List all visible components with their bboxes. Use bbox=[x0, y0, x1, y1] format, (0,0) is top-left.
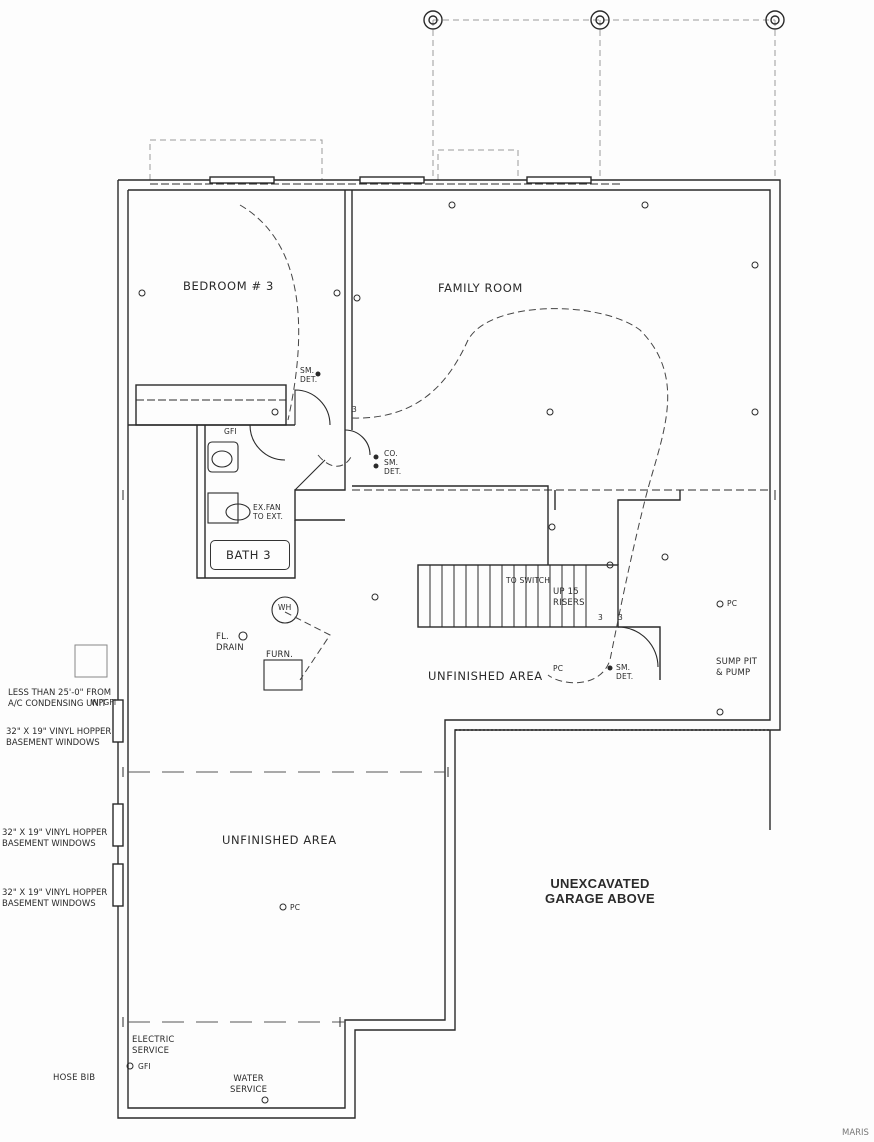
detectors bbox=[315, 371, 613, 671]
top-windows bbox=[150, 176, 622, 185]
condensing-line1: LESS THAN 25'-0" FROM bbox=[8, 688, 112, 698]
water-line2: SERVICE bbox=[230, 1085, 268, 1095]
pc-unfinished-label: PC bbox=[553, 664, 564, 673]
to-switch-label: TO SWITCH bbox=[506, 576, 551, 585]
window3-line1: 32" X 19" VINYL HOPPER bbox=[2, 888, 108, 898]
bath-label-box bbox=[210, 540, 290, 570]
window-note-3: 32" X 19" VINYL HOPPER BASEMENT WINDOWS bbox=[2, 888, 107, 910]
watermark: MARIS bbox=[842, 1128, 869, 1138]
electric-service-label: ELECTRIC SERVICE bbox=[132, 1035, 175, 1057]
sump-line1: SUMP PIT bbox=[716, 657, 758, 667]
side-windows bbox=[112, 699, 124, 907]
co-sm-det-line2: SM. bbox=[384, 458, 399, 467]
water-line1: WATER bbox=[233, 1074, 264, 1084]
sm-det-unfinished-line1: SM. bbox=[616, 663, 631, 672]
bath-label: BATH 3 bbox=[226, 548, 272, 562]
wall-ticks bbox=[122, 490, 776, 1027]
fl-drain-line2: DRAIN bbox=[216, 643, 244, 653]
co-sm-det-label: CO. SM. DET. bbox=[384, 449, 401, 476]
unexcavated-label: UNEXCAVATED GARAGE ABOVE bbox=[540, 876, 660, 906]
stairs-line1: UP 15 bbox=[553, 587, 579, 597]
switch-3-stairs-b: 3 bbox=[618, 613, 623, 622]
dashed-partitions bbox=[128, 771, 445, 1023]
pc-lower-label: PC bbox=[290, 903, 301, 912]
unexcavated-line1: UNEXCAVATED bbox=[550, 876, 650, 891]
window-note-2: 32" X 19" VINYL HOPPER BASEMENT WINDOWS bbox=[2, 828, 107, 850]
appliances bbox=[74, 596, 303, 691]
sm-det-bedroom-label: SM. DET. bbox=[300, 366, 317, 384]
unfinished-area-left-label: UNFINISHED AREA bbox=[222, 833, 337, 847]
window1-line1: 32" X 19" VINYL HOPPER bbox=[6, 727, 112, 737]
window-note-1: 32" X 19" VINYL HOPPER BASEMENT WINDOWS bbox=[6, 727, 111, 749]
wiring bbox=[239, 204, 669, 684]
wh-label: WH bbox=[278, 603, 292, 612]
switch-3-bedroom: 3 bbox=[352, 405, 357, 414]
sump-line2: & PUMP bbox=[716, 668, 751, 678]
stairs-label: UP 15 RISERS bbox=[553, 587, 585, 609]
ex-fan-line2: TO EXT. bbox=[253, 512, 284, 521]
sm-det-unfinished-label: SM. DET. bbox=[616, 663, 633, 681]
unexcavated-line2: GARAGE ABOVE bbox=[544, 891, 656, 906]
switch-3-stairs: 3 bbox=[598, 613, 603, 622]
window1-line2: BASEMENT WINDOWS bbox=[6, 738, 100, 748]
window3-line2: BASEMENT WINDOWS bbox=[2, 899, 96, 909]
hose-bib-label: HOSE BIB bbox=[53, 1073, 96, 1083]
deck-columns bbox=[423, 10, 785, 30]
interior-walls bbox=[128, 190, 770, 680]
gfi-bath-label: GFI bbox=[224, 427, 237, 436]
sm-det-unfinished-line2: DET. bbox=[616, 672, 634, 681]
deck-outline bbox=[149, 19, 776, 180]
wpgfi-label: WPGFI bbox=[91, 698, 117, 707]
fl-drain-label: FL. DRAIN bbox=[216, 632, 244, 654]
ex-fan-label: EX.FAN TO EXT. bbox=[253, 503, 283, 521]
condensing-line2: A/C CONDENSING UNIT bbox=[8, 699, 107, 709]
sm-det-bedroom-line2: DET. bbox=[300, 375, 318, 384]
bedroom-label: BEDROOM # 3 bbox=[183, 279, 274, 293]
exterior-walls bbox=[117, 179, 781, 1119]
fl-drain-line1: FL. bbox=[216, 632, 229, 642]
furn-label: FURN. bbox=[266, 650, 294, 660]
electric-line2: SERVICE bbox=[132, 1046, 170, 1056]
water-service-label: WATER SERVICE bbox=[230, 1074, 267, 1096]
electric-line1: ELECTRIC bbox=[132, 1035, 175, 1045]
family-room-label: FAMILY ROOM bbox=[438, 281, 523, 295]
co-sm-det-line3: DET. bbox=[384, 467, 402, 476]
ex-fan-line1: EX.FAN bbox=[253, 503, 281, 512]
condensing-unit-note: LESS THAN 25'-0" FROM A/C CONDENSING UNI… bbox=[8, 688, 111, 710]
bath-fixtures bbox=[207, 441, 251, 524]
unfinished-area-right-label: UNFINISHED AREA bbox=[428, 669, 543, 683]
sump-pit-label: SUMP PIT & PUMP bbox=[716, 657, 757, 679]
window2-line2: BASEMENT WINDOWS bbox=[2, 839, 96, 849]
doors[interactable] bbox=[249, 389, 659, 668]
co-sm-det-line1: CO. bbox=[384, 449, 398, 458]
receptacles bbox=[126, 201, 759, 1104]
pc-sump-label: PC bbox=[727, 599, 738, 608]
stairs-line2: RISERS bbox=[553, 598, 585, 608]
gfi-hose-label: GFI bbox=[138, 1062, 151, 1071]
sm-det-bedroom-line1: SM. bbox=[300, 366, 315, 375]
window2-line1: 32" X 19" VINYL HOPPER bbox=[2, 828, 108, 838]
